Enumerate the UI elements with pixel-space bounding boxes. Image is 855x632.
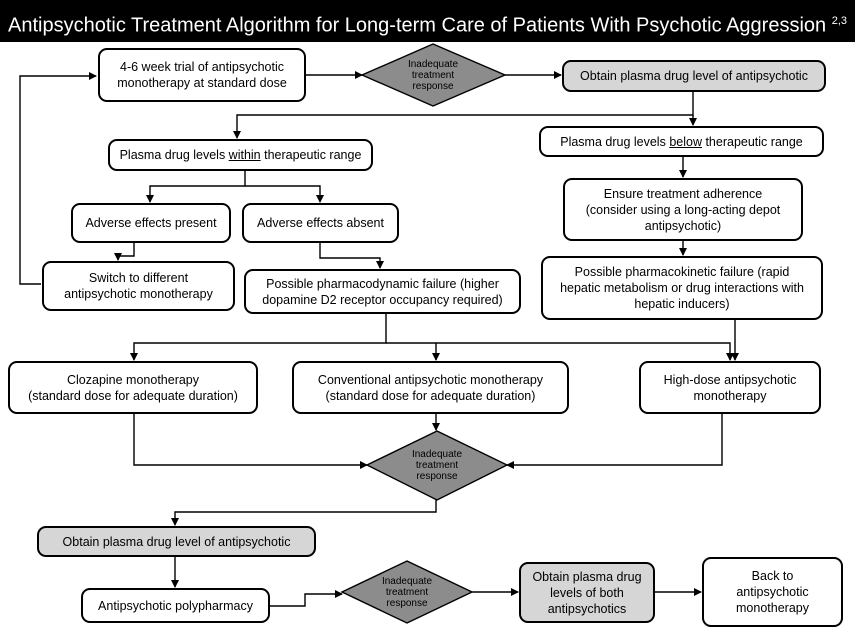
conventional-box: Conventional antipsychotic monotherapy (… [292, 361, 569, 414]
adherence-line: antipsychotic) [644, 218, 722, 233]
decision-diamond-2 [365, 430, 509, 501]
below-range-text-start: Plasma drug levels [560, 134, 670, 149]
polypharmacy-box: Antipsychotic polypharmacy [81, 588, 270, 623]
arrow-to-adverse-present [146, 171, 246, 203]
back-line: antipsychotic [736, 585, 809, 599]
adverse-present-text: Adverse effects present [85, 216, 217, 230]
decision-3-line: Inadequate [381, 575, 433, 587]
high-dose-line: High-dose antipsychotic [663, 372, 797, 387]
title-superscript: 2,3 [831, 15, 847, 27]
obtain-both-line: Obtain plasma drug [532, 569, 642, 584]
arrow-absent-to-pd-failure [319, 243, 384, 269]
high-dose-box: High-dose antipsychotic monotherapy [639, 361, 821, 414]
pk-failure-box: Possible pharmacokinetic failure (rapid … [541, 256, 823, 320]
below-range-box: Plasma drug levels below therapeutic ran… [539, 126, 824, 157]
adherence-line: Ensure treatment adherence [603, 186, 763, 201]
trial-box: 4-6 week trial of antipsychotic monother… [98, 48, 306, 102]
obtain-plasma-level-box: Obtain plasma drug level of antipsychoti… [562, 60, 826, 92]
decision-1-line: treatment [411, 69, 455, 81]
pd-failure-line: Possible pharmacodynamic failure (higher [266, 276, 499, 291]
within-underlined-word: within [228, 148, 261, 162]
adverse-present-box: Adverse effects present [71, 203, 231, 243]
within-range-box: Plasma drug levels within therapeutic ra… [108, 139, 373, 171]
clozapine-box: Clozapine monotherapy (standard dose for… [8, 361, 258, 414]
below-range-text: Plasma drug levels below therapeutic ran… [560, 134, 803, 150]
arrow-to-high-dose [386, 342, 734, 361]
adherence-line: (consider using a long-acting depot [585, 202, 781, 217]
arrow-switch-loop-back [19, 72, 97, 285]
switch-box: Switch to different antipsychotic monoth… [42, 261, 235, 311]
conventional-line: (standard dose for adequate duration) [325, 388, 536, 403]
arrow-high-dose-to-decision2 [506, 413, 723, 469]
decision-2-line: response [416, 470, 458, 482]
arrow-present-to-switch [114, 243, 135, 261]
within-range-text: Plasma drug levels within therapeutic ra… [120, 147, 362, 163]
decision-3-line: response [386, 597, 428, 609]
pd-failure-box: Possible pharmacodynamic failure (higher… [244, 269, 521, 314]
adherence-box: Ensure treatment adherence (consider usi… [563, 178, 803, 241]
pk-failure-line: Possible pharmacokinetic failure (rapid [574, 265, 790, 279]
switch-line: antipsychotic monotherapy [64, 287, 213, 301]
high-dose-line: monotherapy [693, 388, 767, 403]
diagram-title: Antipsychotic Treatment Algorithm for Lo… [8, 14, 827, 37]
title-bar: Antipsychotic Treatment Algorithm for Lo… [0, 0, 855, 42]
adverse-absent-box: Adverse effects absent [242, 203, 399, 243]
pd-failure-line: dopamine D2 receptor occupancy required) [262, 292, 503, 307]
arrow-polypharmacy-to-decision3 [270, 590, 343, 607]
trial-line: 4-6 week trial of antipsychotic [120, 60, 284, 74]
decision-diamond-1 [360, 43, 507, 107]
obtain-both-line: levels of both [550, 585, 624, 600]
below-range-text-end: therapeutic range [701, 134, 803, 149]
within-range-text-end: therapeutic range [260, 148, 362, 162]
below-underlined-word: below [669, 134, 702, 149]
pk-failure-line: hepatic inducers) [634, 297, 730, 311]
trial-line: monotherapy at standard dose [117, 76, 287, 90]
back-to-monotherapy-box: Back to antipsychotic monotherapy [702, 557, 843, 627]
back-line: Back to [751, 569, 794, 583]
decision-2-line: Inadequate [411, 448, 463, 460]
arrow-to-within-range [233, 92, 694, 139]
decision-3-line: treatment [385, 586, 429, 598]
polypharmacy-text: Antipsychotic polypharmacy [98, 598, 253, 613]
decision-1-label: Inadequate treatment response [383, 52, 483, 98]
pk-failure-line: hepatic metabolism or drug interactions … [560, 281, 804, 295]
arrow-decision2-to-obtain-level-2 [171, 500, 437, 526]
obtain-plasma-level-text: Obtain plasma drug level of antipsychoti… [580, 69, 808, 83]
arrow-to-adverse-absent [245, 185, 324, 203]
obtain-both-line: antipsychotics [547, 601, 627, 616]
decision-3-label: Inadequate treatment response [357, 569, 457, 615]
clozapine-line: (standard dose for adequate duration) [28, 388, 238, 403]
obtain-plasma-level-2-text: Obtain plasma drug level of antipsychoti… [62, 534, 291, 549]
adverse-absent-text: Adverse effects absent [257, 216, 384, 230]
clozapine-line: Clozapine monotherapy [66, 372, 200, 387]
decision-1-line: Inadequate [407, 58, 459, 70]
arrow-clozapine-to-decision2 [133, 413, 368, 469]
arrow-to-clozapine [130, 314, 387, 361]
back-line: monotherapy [736, 601, 809, 615]
switch-line: Switch to different [88, 271, 189, 285]
decision-2-line: treatment [415, 459, 459, 471]
within-range-text-start: Plasma drug levels [119, 148, 229, 162]
conventional-line: Conventional antipsychotic monotherapy [317, 372, 544, 387]
decision-diamond-3 [340, 560, 474, 624]
obtain-plasma-level-2-box: Obtain plasma drug level of antipsychoti… [37, 526, 316, 557]
obtain-both-levels-box: Obtain plasma drug levels of both antips… [519, 562, 655, 623]
decision-1-line: response [412, 80, 454, 92]
decision-2-label: Inadequate treatment response [387, 442, 487, 488]
